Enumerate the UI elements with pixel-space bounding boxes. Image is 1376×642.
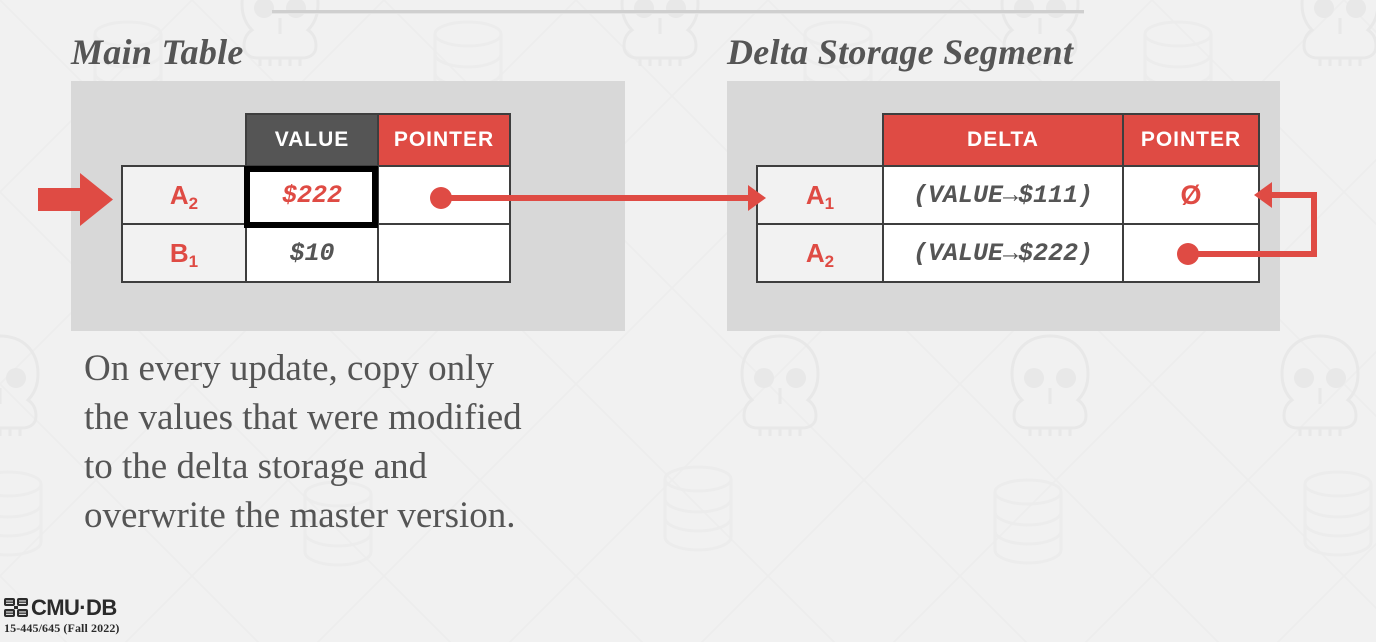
delta-row-1-delta: (VALUE→$222) (882, 223, 1124, 283)
delta-header-delta: DELTA (882, 113, 1124, 167)
link-arrowhead-to-delta (748, 185, 766, 211)
table-row[interactable]: A1 (VALUE→$111) Ø (756, 165, 1260, 225)
delta-row-0-key-letter: A (805, 179, 825, 210)
delta-row-0-null-symbol: Ø (1180, 179, 1202, 210)
loopback-line-right (1311, 192, 1317, 257)
delta-row-1-key-sub: 2 (824, 251, 835, 271)
main-header-value: VALUE (245, 113, 379, 167)
main-table-header-row: VALUE POINTER (122, 113, 511, 167)
course-label: 15-445/645 (Fall 2022) (4, 621, 120, 635)
main-row-1-key-letter: B (169, 237, 189, 268)
main-row-0-key-sub: 2 (188, 193, 199, 213)
link-line-main-to-delta (450, 195, 750, 201)
loopback-arrowhead (1254, 182, 1272, 208)
loopback-line-top (1272, 192, 1317, 198)
delta-row-1-key: A2 (756, 223, 884, 283)
main-row-1-key-sub: 1 (188, 251, 199, 271)
delta-header-pointer: POINTER (1122, 113, 1260, 167)
main-row-0-pointer-dot (430, 187, 452, 209)
delta-table-header-row: DELTA POINTER (757, 113, 1260, 167)
delta-row-0-key-sub: 1 (824, 193, 835, 213)
main-header-key-blank (122, 114, 246, 166)
delta-header-key-blank (757, 114, 883, 166)
main-row-0-value: $222 (245, 165, 379, 225)
cmu-db-logo: CMU·DB (4, 597, 120, 619)
main-row-1-pointer[interactable] (377, 223, 511, 283)
delta-row-0-pointer[interactable]: Ø (1122, 165, 1260, 225)
table-row[interactable]: B1 $10 (121, 223, 511, 283)
main-header-pointer: POINTER (377, 113, 511, 167)
incoming-row-arrow-icon (38, 173, 113, 226)
main-table-title: Main Table (71, 32, 244, 72)
loopback-line-bottom (1197, 251, 1317, 257)
database-logo-icon (4, 598, 28, 617)
main-row-0-key-letter: A (169, 179, 189, 210)
delta-row-0-delta: (VALUE→$111) (882, 165, 1124, 225)
delta-row-1-pointer-dot (1177, 243, 1199, 265)
main-row-1-key: B1 (121, 223, 247, 283)
delta-row-1-key-letter: A (805, 237, 825, 268)
delta-table-title: Delta Storage Segment (727, 32, 1074, 72)
slide-divider-rule (272, 10, 1084, 14)
main-row-0-key: A2 (121, 165, 247, 225)
footer: CMU·DB 15-445/645 (Fall 2022) (4, 597, 120, 636)
delta-row-0-key: A1 (756, 165, 884, 225)
cmu-db-wordmark: CMU·DB (31, 595, 117, 620)
explanation-paragraph: On every update, copy only the values th… (84, 348, 522, 536)
main-row-1-value: $10 (245, 223, 379, 283)
